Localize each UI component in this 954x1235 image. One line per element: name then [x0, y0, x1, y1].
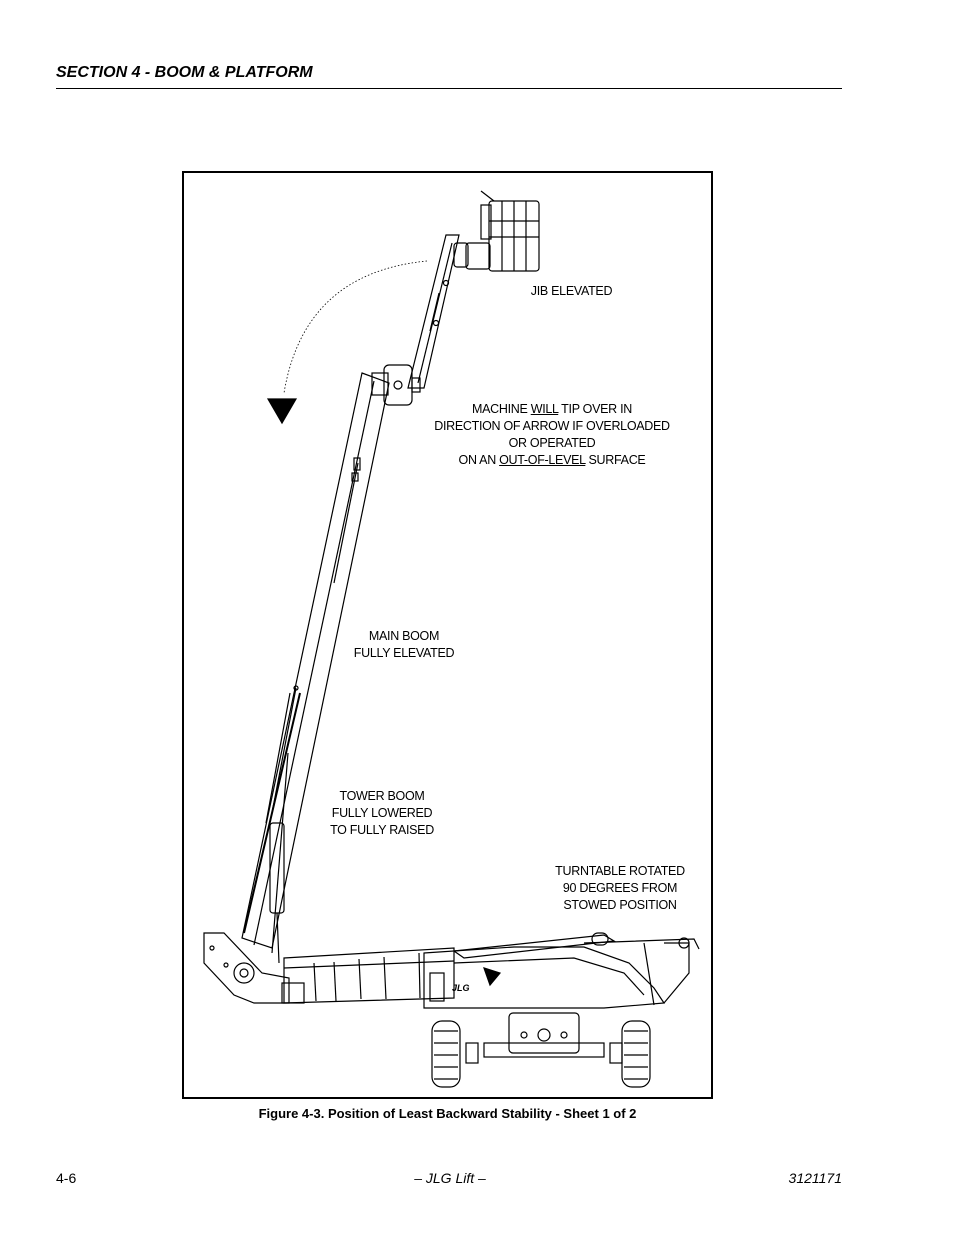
figure-frame: JLG: [182, 171, 713, 1099]
chassis: [465, 1012, 623, 1064]
rear-arms: [452, 932, 700, 1006]
label-jib-elevated: JIB ELEVATED: [530, 284, 613, 298]
machine-logo: JLG: [452, 983, 470, 993]
tip-direction-arrow-icon: [266, 398, 298, 425]
machine-illustration: JLG: [203, 190, 700, 1088]
wheels: [431, 1020, 651, 1088]
label-tip-warning: MACHINE WILL TIP OVER IN DIRECTION OF AR…: [434, 402, 670, 467]
doc-number: 3121171: [788, 1170, 842, 1186]
label-tower-boom: TOWER BOOM FULLY LOWERED TO FULLY RAISED: [330, 789, 434, 837]
figure-caption: Figure 4-3. Position of Least Backward S…: [258, 1106, 637, 1121]
boom-head: [371, 364, 421, 406]
label-turntable: TURNTABLE ROTATED 90 DEGREES FROM STOWED…: [555, 864, 685, 912]
footer-center: – JLG Lift –: [414, 1170, 486, 1186]
tip-arc: [283, 260, 428, 394]
page-number: 4-6: [56, 1170, 77, 1186]
turntable: JLG: [423, 946, 666, 1009]
lift-cylinders: [243, 692, 301, 964]
label-main-boom: MAIN BOOM FULLY ELEVATED: [353, 629, 455, 660]
platform-basket: [465, 190, 540, 272]
horizontal-boom: [283, 947, 455, 1004]
jib-arm: [407, 234, 469, 389]
section-header: SECTION 4 - BOOM & PLATFORM: [56, 64, 842, 89]
